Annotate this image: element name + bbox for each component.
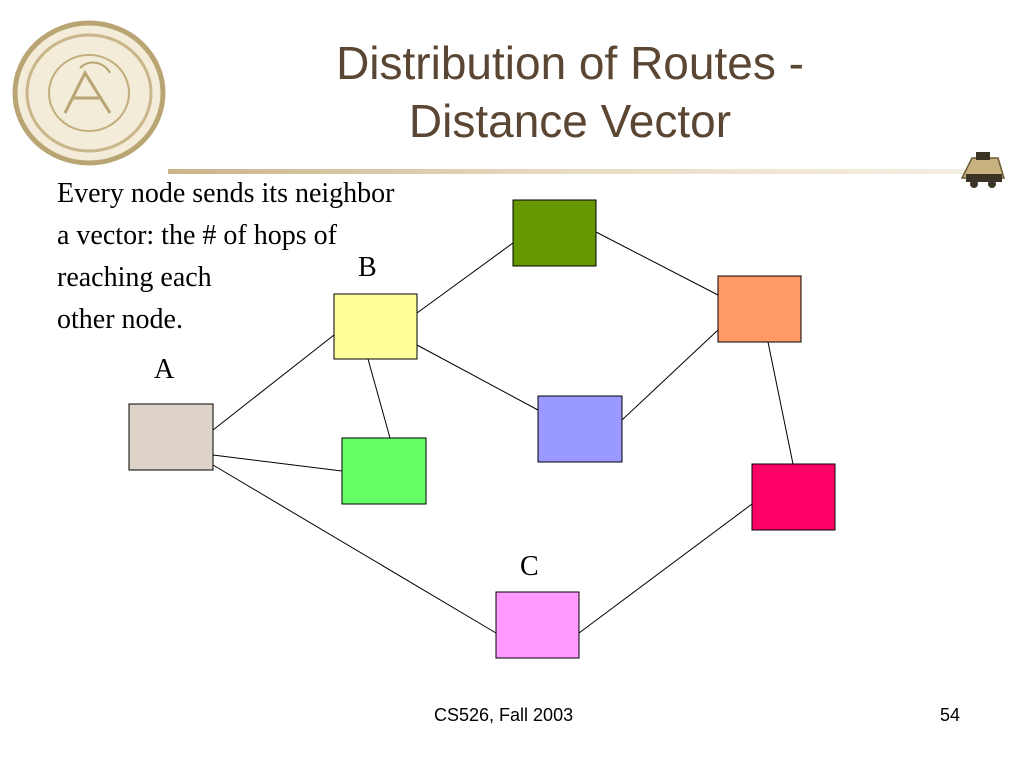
- node-blue: [537, 395, 623, 463]
- purdue-seal-logo: [12, 20, 166, 166]
- node-label-c: C: [520, 551, 539, 582]
- node-b: [333, 293, 418, 360]
- body-line-4: other node.: [57, 304, 183, 335]
- edges-layer: [212, 231, 794, 634]
- title-line-1: Distribution of Routes -: [336, 37, 804, 89]
- node-a: [128, 403, 214, 471]
- edge-b-blue: [416, 344, 539, 411]
- nodes-layer: [128, 199, 836, 659]
- node-label-a: A: [154, 354, 175, 385]
- edge-a-c: [212, 464, 497, 634]
- slide-body-text: Every node sends its neighbor a vector: …: [57, 173, 477, 341]
- slide-title: Distribution of Routes - Distance Vector: [240, 34, 900, 150]
- edge-b-green: [367, 358, 391, 439]
- edge-blue-orange: [621, 329, 719, 421]
- node-orange: [717, 275, 802, 343]
- body-line-1: Every node sends its neighbor: [57, 178, 395, 209]
- edge-b-olive: [416, 242, 514, 314]
- edge-a-green: [212, 454, 343, 472]
- edge-olive-orange: [595, 231, 719, 296]
- edge-a-b: [212, 334, 335, 431]
- edge-orange-red: [767, 341, 794, 465]
- node-green: [341, 437, 427, 505]
- node-label-b: B: [358, 252, 377, 283]
- body-line-2: a vector: the # of hops of: [57, 220, 337, 251]
- body-line-3: reaching each: [57, 262, 212, 293]
- footer-course: CS526, Fall 2003: [434, 705, 574, 725]
- edge-red-c: [578, 503, 753, 634]
- node-c: [495, 591, 580, 659]
- title-divider: [168, 169, 980, 174]
- purdue-train-logo: [960, 152, 1006, 188]
- page-number: 54: [940, 705, 961, 725]
- node-red: [751, 463, 836, 531]
- title-line-2: Distance Vector: [408, 95, 732, 147]
- node-olive: [512, 199, 597, 267]
